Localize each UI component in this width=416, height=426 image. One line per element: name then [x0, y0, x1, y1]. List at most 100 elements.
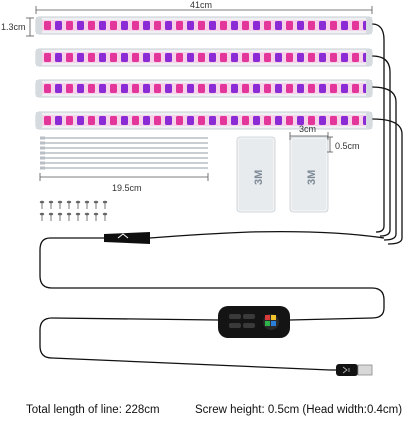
led-chip [297, 116, 304, 125]
led-chip [187, 116, 194, 125]
led-chip [143, 21, 150, 30]
led-chip [110, 116, 117, 125]
led-chip [121, 21, 128, 30]
led-chip [143, 116, 150, 125]
led-chip [209, 116, 216, 125]
led-chip [286, 84, 293, 93]
led-bar-1 [35, 16, 373, 35]
cable-bundle [149, 230, 385, 239]
led-bar-2 [35, 48, 373, 67]
led-chip [297, 53, 304, 62]
controller-button-4[interactable] [243, 323, 255, 328]
led-chip [341, 21, 348, 30]
led-chip [165, 21, 172, 30]
led-chip [176, 84, 183, 93]
led-chip [132, 84, 139, 93]
screw [75, 212, 81, 221]
cable-loop-upper [39, 237, 385, 321]
led-chip [319, 84, 326, 93]
led-chip [352, 53, 359, 62]
usb-icon [342, 366, 350, 374]
screw [48, 200, 54, 209]
screw [102, 212, 108, 221]
cable-ties [40, 136, 208, 170]
led-chip [77, 84, 84, 93]
led-chip [121, 116, 128, 125]
led-chip [66, 21, 73, 30]
controller-button-2[interactable] [243, 314, 255, 319]
led-chip [242, 116, 249, 125]
led-chip [352, 21, 359, 30]
led-bar-3 [35, 79, 373, 98]
led-chip [121, 84, 128, 93]
led-chip [231, 116, 238, 125]
led-chip [77, 21, 84, 30]
led-chip [297, 84, 304, 93]
screw [84, 200, 90, 209]
led-chip [319, 21, 326, 30]
led-chip [242, 21, 249, 30]
led-chip [253, 53, 260, 62]
screw-height-text: Screw height: 0.5cm (Head width:0.4cm) [195, 404, 403, 416]
led-chip [341, 53, 348, 62]
led-chip [154, 116, 161, 125]
led-chip [55, 21, 62, 30]
cable-bar-4 [371, 118, 403, 245]
led-chip [110, 21, 117, 30]
led-chip [330, 116, 337, 125]
led-chip [308, 21, 315, 30]
led-chip [352, 116, 359, 125]
timer-controller[interactable] [218, 306, 290, 338]
screw [39, 200, 45, 209]
screw [93, 200, 99, 209]
led-chip [154, 21, 161, 30]
screw [75, 200, 81, 209]
led-chip [352, 84, 359, 93]
screw [93, 212, 99, 221]
usb-plug [330, 364, 373, 376]
led-chip [231, 84, 238, 93]
cable-bar-2 [371, 55, 391, 237]
bar-cables [39, 23, 403, 371]
line-length-text: Total length of line: 228cm [26, 404, 160, 416]
tie-length-label: 19.5cm [112, 183, 142, 193]
led-chip [44, 53, 51, 62]
led-chip [44, 21, 51, 30]
led-bar-4 [35, 111, 373, 130]
led-chip [66, 84, 73, 93]
length-dimension-line [26, 6, 373, 37]
led-chip [44, 84, 51, 93]
led-chip [308, 116, 315, 125]
cable-loop-lower [39, 317, 331, 371]
led-chip [286, 53, 293, 62]
led-chip [264, 53, 271, 62]
led-chip [99, 21, 106, 30]
led-chip [143, 53, 150, 62]
bar-length-label: 41cm [190, 0, 213, 10]
led-chip [220, 53, 227, 62]
led-chip [132, 21, 139, 30]
led-chip [253, 84, 260, 93]
led-chip [88, 53, 95, 62]
led-chip [341, 116, 348, 125]
led-chip [209, 21, 216, 30]
controller-button-3[interactable] [229, 323, 241, 328]
controller-button-1[interactable] [229, 314, 241, 319]
tape-width-label: 3cm [299, 124, 317, 134]
led-chip [55, 84, 62, 93]
led-chip [99, 53, 106, 62]
led-chip [66, 53, 73, 62]
tape-dimension-lines [289, 132, 333, 153]
led-chip [165, 84, 172, 93]
screw [57, 212, 63, 221]
led-chip [132, 116, 139, 125]
tape-brand-2: 3M [306, 170, 318, 185]
led-chip [264, 116, 271, 125]
led-chip [286, 116, 293, 125]
screws [39, 200, 108, 221]
screw [102, 200, 108, 209]
screw [48, 212, 54, 221]
cable-splitter [104, 232, 150, 244]
